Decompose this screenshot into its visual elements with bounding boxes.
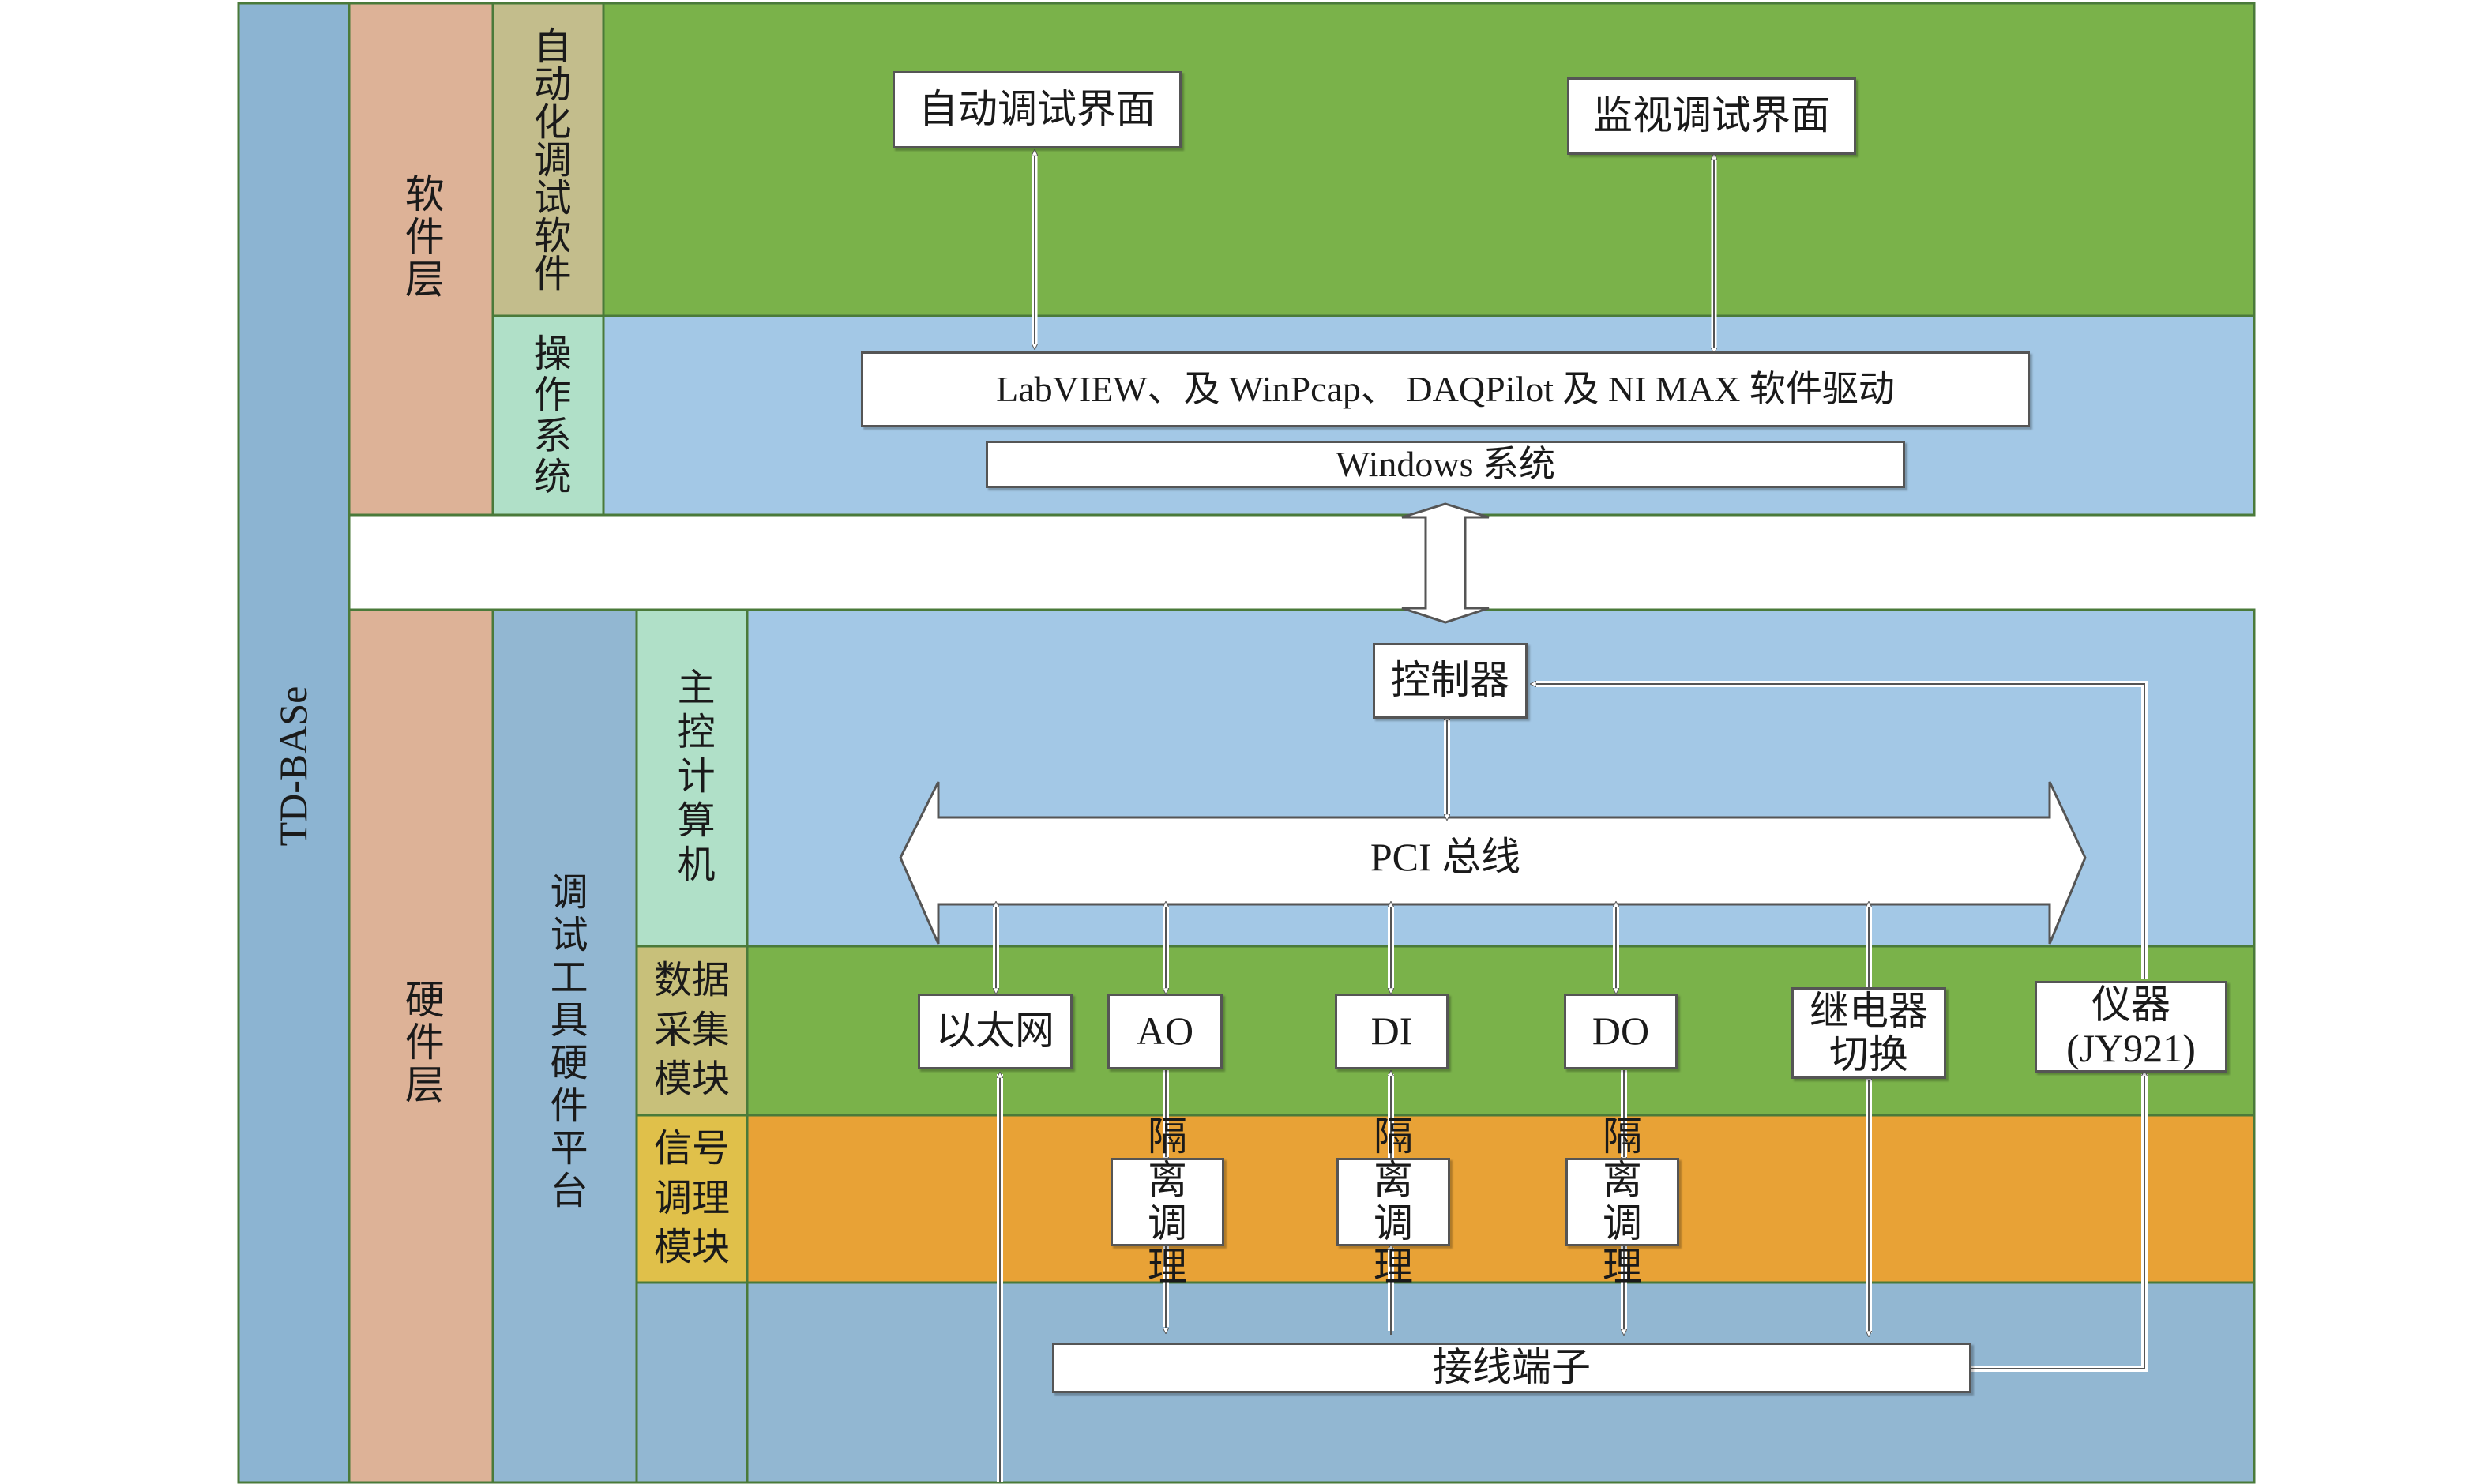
hw-platform-label: 调试工具硬件平台 [543,872,586,1213]
software-layer-column [348,2,494,517]
windows-box: Windows 系统 [986,441,1905,488]
isolation-do-box: 隔离调理 [1565,1115,1679,1289]
main-computer-label: 主控计算机 [671,667,713,889]
instrument-model: (JY921) [2066,1026,2196,1070]
instrument-name: 仪器 [2091,982,2170,1027]
drivers-box: LabVIEW、及 WinPcap、 DAQPilot 及 NI MAX 软件驱… [861,351,2030,427]
terminal-box: 接线端子 [1052,1343,1971,1393]
di-box: DI [1335,994,1449,1069]
isolation-ao-box: 隔离调理 [1111,1115,1224,1289]
os-label-bg [491,314,605,517]
ethernet-box: 以太网 [918,994,1073,1069]
instrument-box: 仪器 (JY921) [2035,981,2227,1073]
relay-box: 继电器切换 [1791,987,1946,1079]
auto-software-label-bg [491,2,605,317]
platform-column [237,2,351,1484]
pci-bus-arrow [899,781,2087,945]
hardware-layer-column [348,608,494,1484]
layer-double-arrow [1401,502,1490,624]
isolation-di-box: 隔离调理 [1336,1115,1450,1289]
ao-box: AO [1107,994,1223,1069]
hw-platform-column [491,608,638,1484]
software-band [602,2,2256,317]
hardware-layer-label: 硬件层 [399,979,444,1106]
daq-label-bg [635,945,749,1117]
software-layer-label: 软件层 [399,173,444,301]
signal-module-label: 信号调理模块 [653,1128,730,1269]
os-label: 操作系统 [527,333,569,498]
platform-label: TD-BASe [271,686,316,847]
auto-debug-ui-box: 自动调试界面 [893,71,1182,148]
auto-software-label: 自动化调试软件 [527,26,569,291]
controller-box: 控制器 [1373,643,1528,719]
monitor-debug-ui-box: 监视调试界面 [1567,77,1856,155]
pci-bus-label: PCI 总线 [1370,835,1521,880]
daq-module-label: 数据采集模块 [653,960,730,1101]
hw-bottom-label-bg [635,1281,749,1484]
do-box: DO [1564,994,1678,1069]
